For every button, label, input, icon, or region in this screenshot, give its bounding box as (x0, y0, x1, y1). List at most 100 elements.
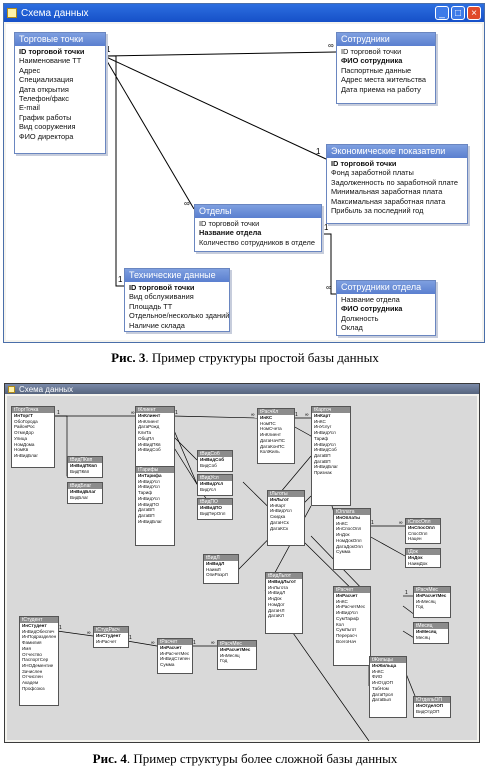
table-trade-points[interactable]: Торговые точки ID торговой точки Наимено… (14, 32, 106, 154)
field[interactable]: ДатаКЛ (268, 613, 284, 619)
field[interactable]: Академ (22, 680, 39, 686)
field[interactable]: ID торговой точки (331, 159, 397, 168)
field[interactable]: СпосОпл (408, 530, 428, 536)
field[interactable]: ИнЖильца (372, 663, 397, 668)
field[interactable]: ИнМесяц (220, 652, 240, 658)
window-titlebar[interactable]: Схема данных (5, 384, 479, 394)
field[interactable]: ИнВидУсл (138, 478, 160, 484)
field[interactable]: ФИО сотрудника (341, 304, 403, 314)
field[interactable]: ИнВидБлаг (14, 452, 39, 458)
field[interactable]: Дата открытия (19, 84, 69, 94)
field[interactable]: НаимДок (408, 560, 428, 566)
field[interactable]: ДатаНЛ (268, 607, 285, 613)
field[interactable]: Наименование ТТ (19, 56, 82, 66)
field[interactable]: ДатаКСк (270, 525, 289, 531)
field[interactable]: ИнВидСоб (138, 447, 161, 453)
field[interactable]: ИнКлиент (260, 432, 281, 438)
field[interactable]: Прибыль за последний год (331, 206, 424, 216)
field[interactable]: ТабНом (372, 685, 389, 691)
field[interactable]: ИнЛьгот (270, 497, 289, 502)
field[interactable]: ИнРасчет (160, 645, 182, 650)
field[interactable]: График работы (19, 112, 72, 122)
field[interactable]: ФИО (372, 674, 383, 680)
field[interactable]: ДатаРожд (138, 424, 160, 430)
field[interactable]: КлиТа (138, 430, 152, 436)
field[interactable]: ID торговой точки (199, 219, 260, 228)
maximize-button[interactable]: □ (451, 6, 465, 20)
field[interactable]: ИнВидЛ (206, 561, 225, 566)
field[interactable]: ВидПерОпл (200, 510, 226, 516)
field[interactable]: ИнКС (336, 520, 348, 526)
field[interactable]: ВсегоНач (336, 638, 357, 644)
field[interactable]: E-mail (19, 103, 40, 113)
field[interactable]: НаимЛ (206, 566, 221, 572)
field[interactable]: Максимальная заработная плата (331, 196, 446, 206)
field[interactable]: ИнВидЛьгот (268, 579, 296, 584)
field[interactable]: ID торговой точки (129, 283, 195, 292)
field[interactable]: ИнВидСоб (200, 457, 225, 462)
field[interactable]: ИнВидПКв (138, 441, 161, 447)
table-economic-indicators[interactable]: Экономические показатели ID торговой точ… (326, 144, 468, 224)
field[interactable]: Оклад (341, 323, 363, 333)
field[interactable]: ИнРасчетМес (160, 650, 190, 656)
field[interactable]: ИнЛьгота (268, 584, 288, 590)
field[interactable]: ИнКлиент (138, 413, 161, 418)
field[interactable]: ИнОплаты (336, 515, 361, 520)
field[interactable]: ИнВидОбеспеч (22, 628, 55, 634)
field[interactable]: ИнВидУсл (314, 441, 336, 447)
field[interactable]: Отчислен (22, 674, 43, 680)
field[interactable]: ДатаВП (138, 507, 155, 513)
field[interactable]: ИнКарт (270, 502, 286, 508)
field[interactable]: Отдельное/несколько зданий (129, 311, 230, 321)
field[interactable]: ИнВидПКвп (70, 463, 97, 468)
field[interactable]: НомДот (268, 601, 285, 607)
field[interactable]: ОтмеДор (14, 430, 34, 436)
field[interactable]: ИнУслуг (314, 424, 332, 430)
field[interactable]: ФИО директора (19, 131, 74, 141)
minimize-button[interactable]: _ (435, 6, 449, 20)
field[interactable]: Имя (22, 645, 31, 651)
field[interactable]: Специализация (19, 75, 74, 85)
field[interactable]: ИнВидБлаг (138, 518, 163, 524)
field[interactable]: ИнВидБлаг (70, 489, 96, 494)
field[interactable]: Скидка (270, 514, 286, 520)
field[interactable]: Минимальная заработная плата (331, 187, 443, 197)
field[interactable]: ДатаНСк (270, 519, 289, 525)
field[interactable]: Профсоюз (22, 685, 45, 691)
field[interactable]: РайонРос (14, 424, 35, 430)
field[interactable]: ИнВидПО (138, 501, 160, 507)
field[interactable]: ПаспортСер (22, 657, 49, 663)
field[interactable]: ИнРасчет (96, 638, 117, 644)
field[interactable]: ИнПодразделен (22, 634, 56, 640)
field[interactable]: НомДома (14, 441, 35, 447)
table-employees[interactable]: Сотрудники ID торговой точки ФИО сотрудн… (336, 32, 436, 104)
field[interactable]: ID торговой точки (341, 47, 402, 56)
field[interactable]: ОбоГорода (14, 418, 38, 424)
field[interactable]: НомДокОпл (336, 537, 362, 543)
field[interactable]: КолЖиль (260, 449, 280, 455)
field[interactable]: ВидОтдОП (416, 708, 440, 714)
field[interactable]: ИнКС (260, 415, 273, 420)
field[interactable]: НомПС (260, 420, 276, 426)
field[interactable]: ИнКС (336, 598, 348, 604)
field[interactable]: Задолженность по заработной плате (331, 177, 458, 187)
field[interactable]: ИнСтудент (96, 633, 121, 638)
field[interactable]: Фонд заработной платы (331, 168, 414, 178)
field[interactable]: ИнДок (268, 596, 282, 602)
field[interactable]: ИнВидУсл (314, 430, 336, 436)
field[interactable]: Тариф (314, 435, 329, 441)
field[interactable]: Признак (314, 470, 332, 476)
